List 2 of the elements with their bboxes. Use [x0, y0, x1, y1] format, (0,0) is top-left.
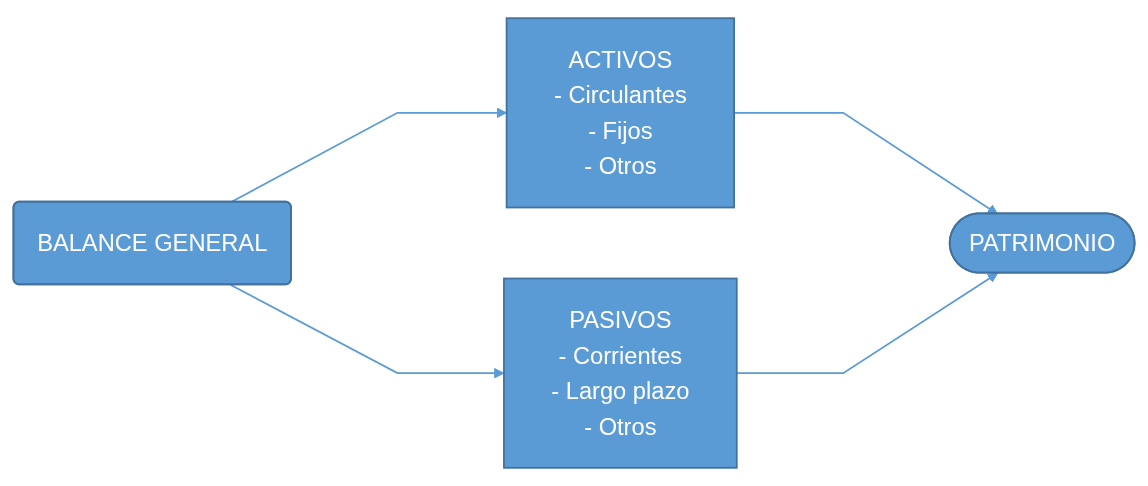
node-box: ACTIVOS - Circulantes - Fijos - Otros: [505, 17, 735, 209]
node-box: PASIVOS - Corrientes - Largo plazo - Otros: [503, 277, 738, 469]
